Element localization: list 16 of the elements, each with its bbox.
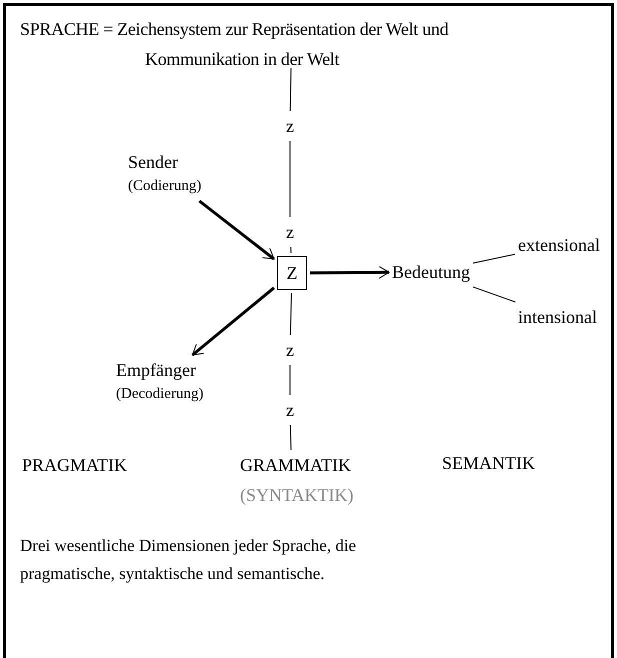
arrow <box>198 200 275 260</box>
connector-line <box>290 246 292 254</box>
section-label: SEMANTIK <box>442 452 535 475</box>
sign-box: Z <box>277 256 307 290</box>
connector-line <box>290 424 292 450</box>
section-label: PRAGMATIK <box>22 454 128 477</box>
arrow <box>310 266 390 279</box>
title: SPRACHE = Zeichensystem zur Repräsentation der Welt und Kommunikation in der Welt <box>20 18 450 71</box>
connector-line <box>472 286 516 302</box>
connector-line <box>290 292 292 336</box>
section-label: (SYNTAKTIK) <box>240 484 354 507</box>
connector-line <box>472 254 516 264</box>
caption: Drei wesentliche Dimensionen jeder Sprache, die pragmatische, syntaktische und semantische. <box>20 535 358 585</box>
connector-line <box>290 68 292 112</box>
arrow <box>192 286 275 356</box>
section-label: GRAMMATIK <box>240 454 352 477</box>
